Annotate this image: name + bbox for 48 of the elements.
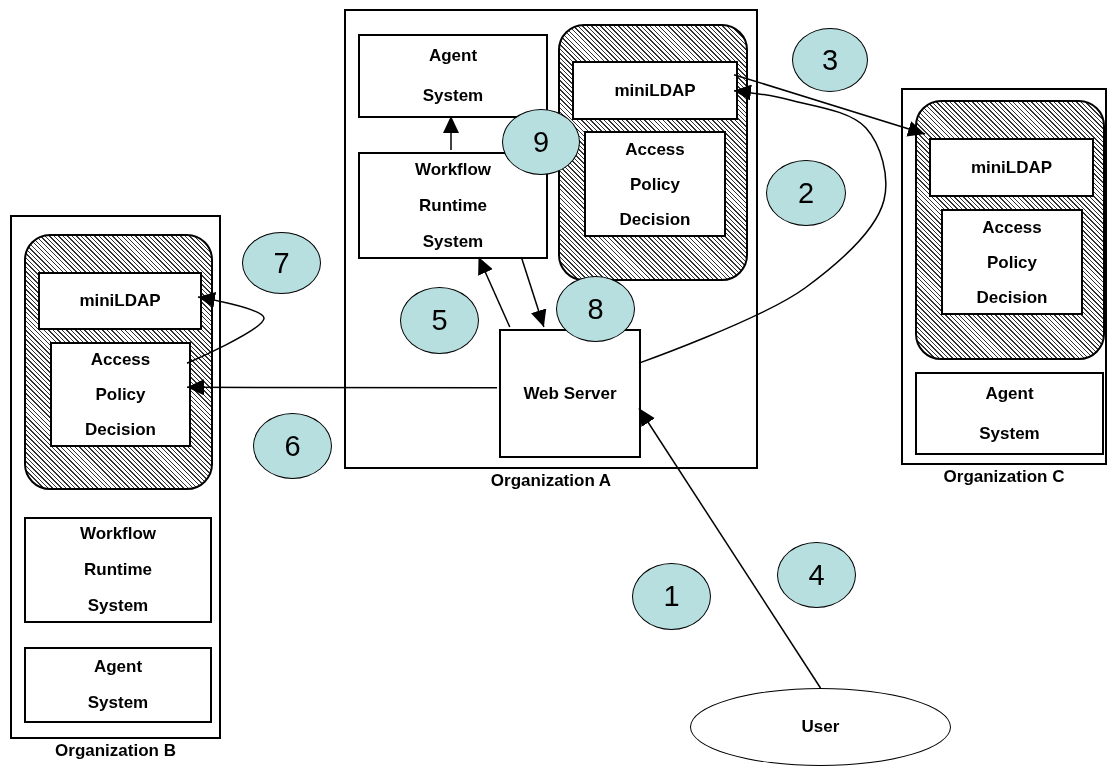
box-label: miniLDAP: [613, 80, 697, 101]
step-number: 1: [663, 580, 680, 613]
component-box: [50, 342, 191, 447]
component-box: [358, 34, 548, 118]
hatched-panel: [558, 24, 748, 281]
component-box: [358, 152, 548, 259]
step-number: 9: [532, 125, 550, 159]
component-box: [24, 647, 212, 723]
organization-label: Organization A: [490, 471, 612, 491]
step-number: 4: [808, 558, 825, 592]
step-number: 7: [273, 246, 290, 280]
box-label: Web Server: [522, 382, 618, 405]
step-number: 5: [431, 304, 448, 337]
box-label: Access Policy Decision: [975, 216, 1049, 309]
arrow: [443, 115, 459, 151]
arrow: [186, 379, 498, 396]
step-number: 8: [587, 292, 604, 326]
box-label: Agent System: [86, 656, 150, 714]
component-box: [915, 372, 1104, 455]
box-label: miniLDAP: [78, 291, 162, 311]
box-label: Agent System: [978, 382, 1041, 445]
box-label: miniLDAP: [969, 157, 1054, 178]
curved-arrow: [638, 84, 887, 364]
component-box: [572, 61, 738, 120]
organization-label: Organization B: [55, 741, 176, 761]
box-label: Agent System: [421, 45, 485, 107]
arrow: [520, 256, 547, 328]
component-box: [24, 517, 212, 623]
step-number: 3: [821, 43, 839, 77]
component-box: [584, 131, 726, 237]
arrow: [477, 256, 511, 328]
component-box: [499, 329, 641, 458]
organization-label: Organization C: [943, 467, 1065, 487]
hatched-panel: [915, 100, 1105, 360]
hatched-panel: [24, 234, 213, 490]
user-label: User: [801, 717, 840, 737]
component-box: [929, 138, 1094, 197]
box-label: Access Policy Decision: [84, 349, 157, 441]
step-number: 2: [797, 176, 815, 210]
component-box: [941, 209, 1083, 315]
component-box: [38, 272, 202, 330]
curved-arrow: [186, 292, 265, 364]
box-label: Workflow Runtime System: [413, 158, 493, 253]
arrow: [638, 407, 822, 689]
arrow: [733, 73, 926, 137]
box-label: Workflow Runtime System: [78, 523, 158, 617]
box-label: Access Policy Decision: [618, 138, 692, 231]
step-number: 6: [284, 429, 301, 463]
